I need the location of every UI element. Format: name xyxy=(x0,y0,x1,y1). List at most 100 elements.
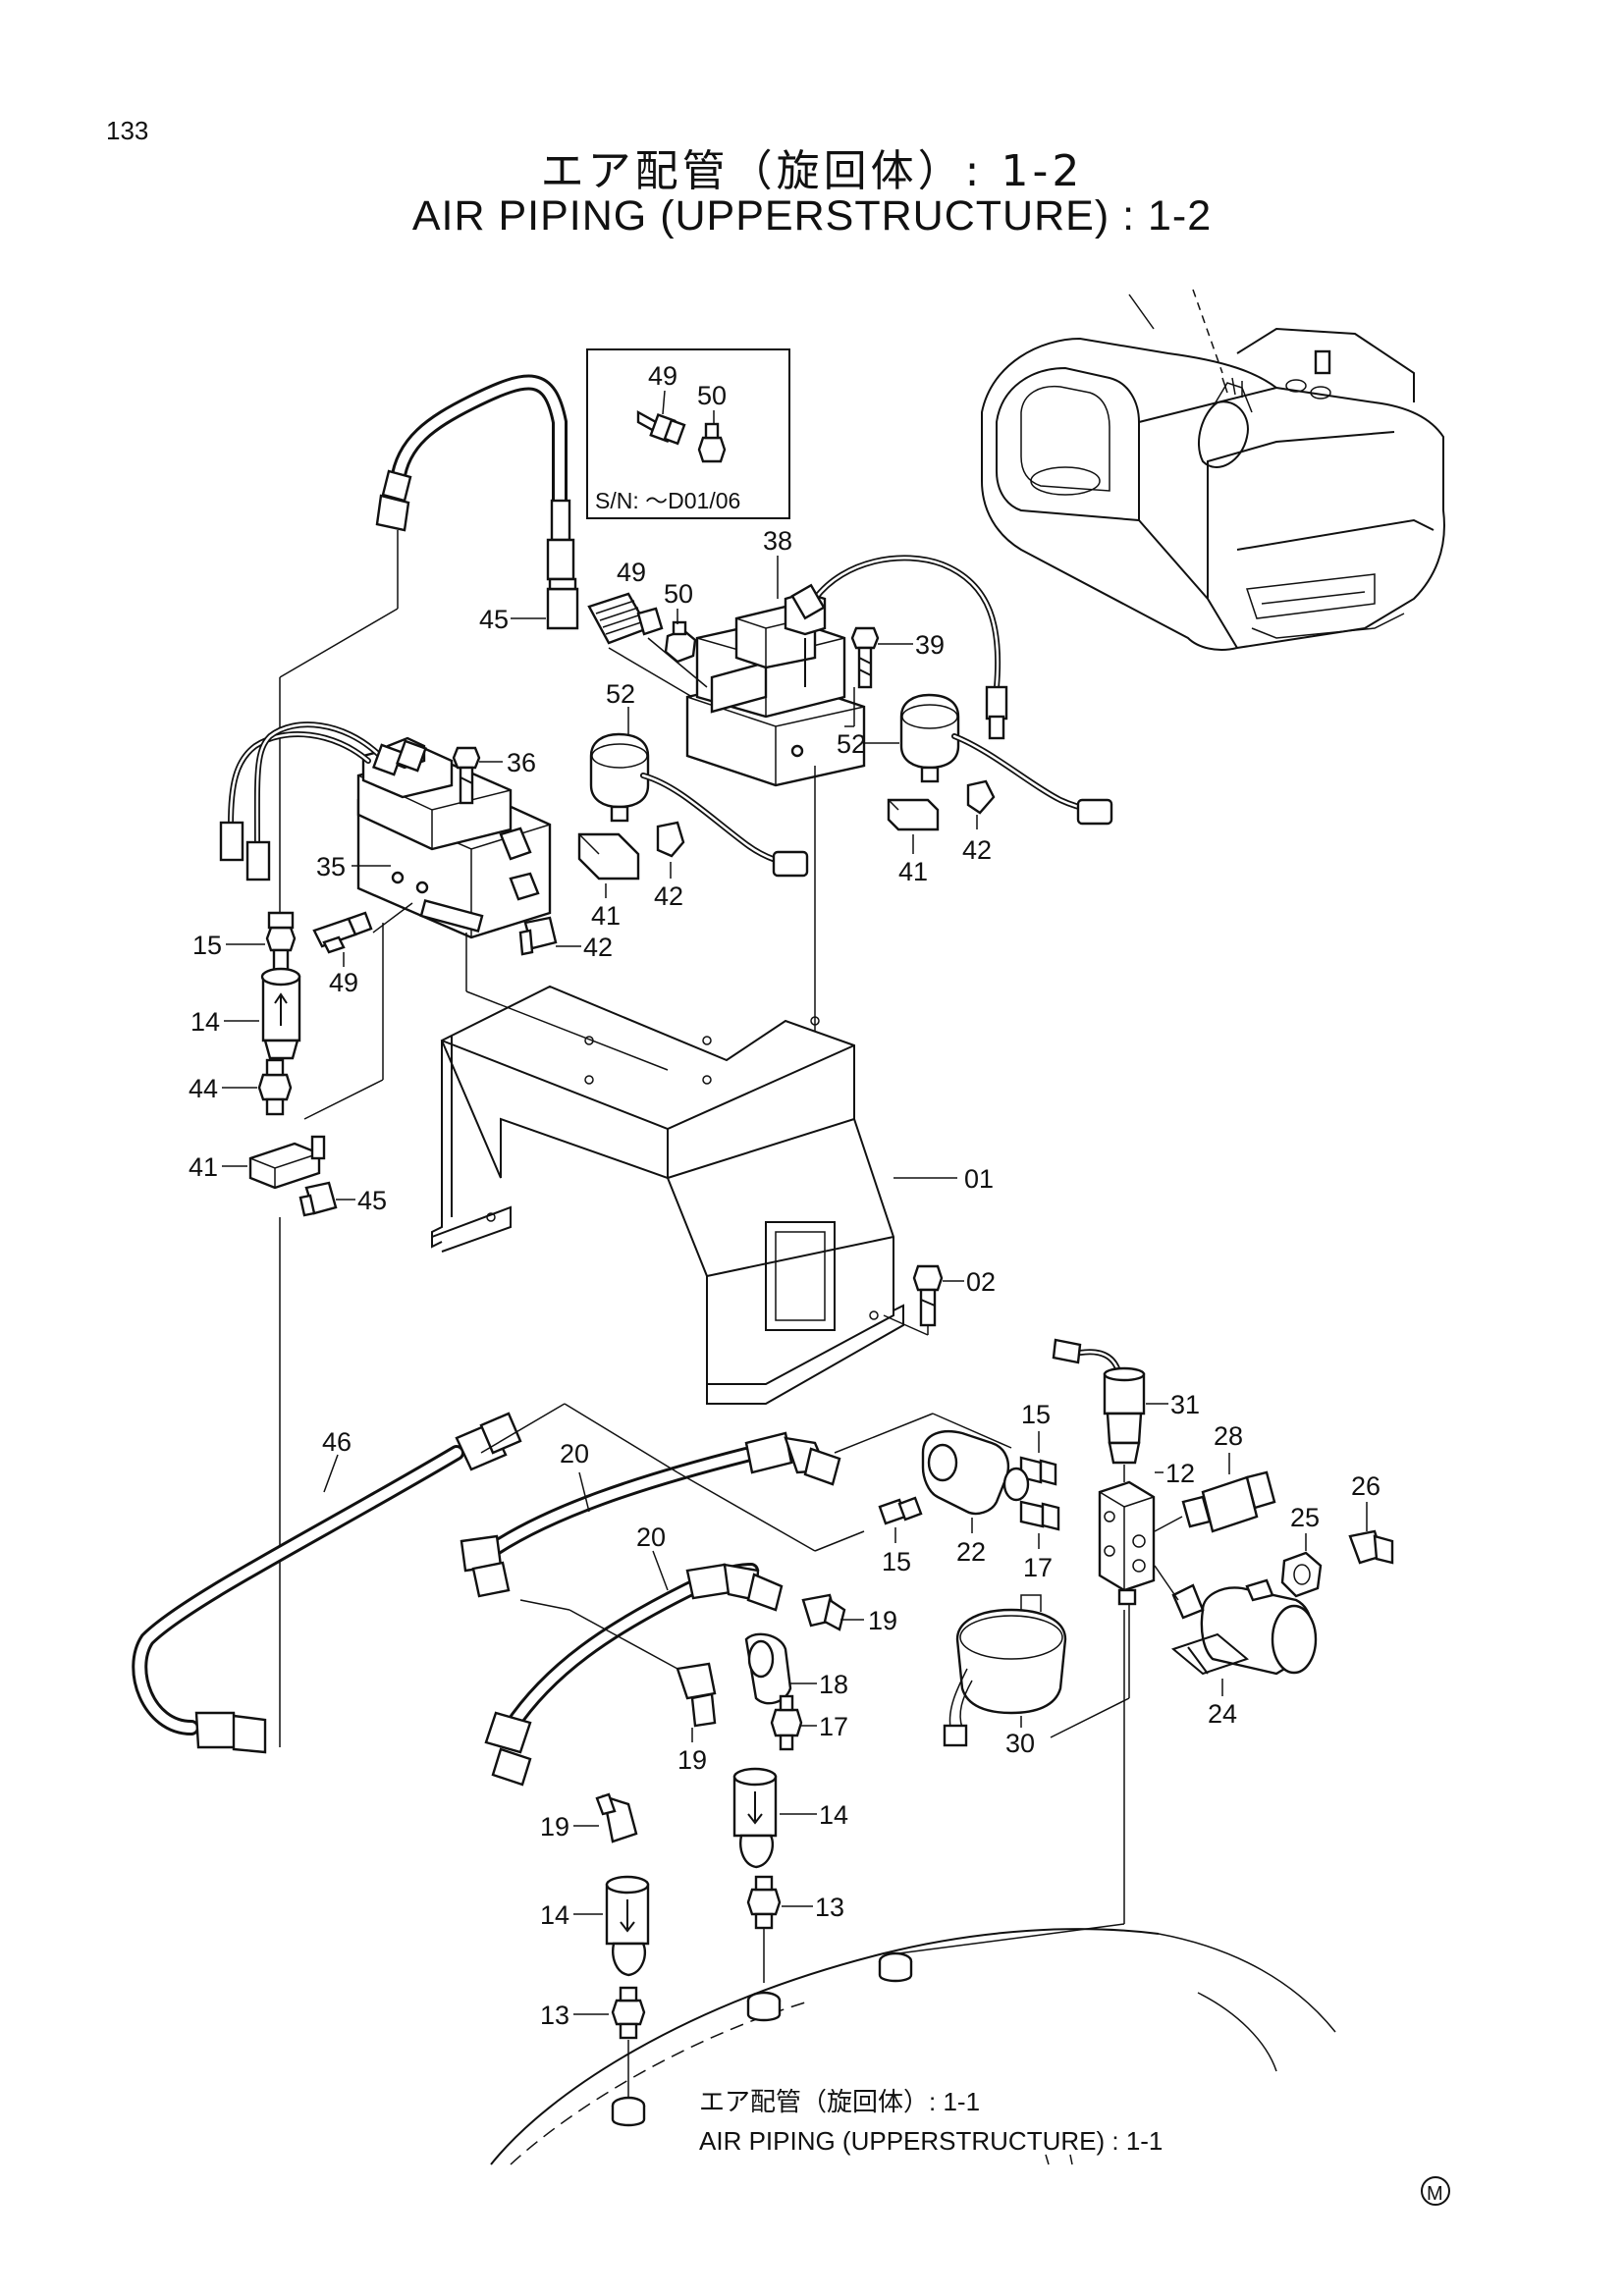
reference-title-english: AIR PIPING (UPPERSTRUCTURE) : 1-1 xyxy=(699,2126,1163,2156)
callout-20-lower: 20 xyxy=(636,1522,666,1552)
callout-42-center: 42 xyxy=(654,881,683,911)
fitting-13-lower xyxy=(611,1986,646,2040)
tee-18 xyxy=(744,1632,792,1705)
callout-42-right: 42 xyxy=(962,835,992,865)
plug-50-upper xyxy=(664,620,697,664)
callout-22: 22 xyxy=(956,1537,986,1567)
pressure-gauge-30 xyxy=(943,1594,1067,1747)
callout-18: 18 xyxy=(819,1670,848,1699)
mounting-bracket-01 xyxy=(431,985,904,1405)
breather-49-lower xyxy=(312,911,373,954)
air-hose-46 xyxy=(132,1412,522,1754)
callout-12: 12 xyxy=(1165,1459,1195,1488)
tee-41-left xyxy=(248,1135,326,1190)
callout-15-right: 15 xyxy=(1021,1400,1051,1429)
bolt-39 xyxy=(850,626,880,689)
callout-19-center: 19 xyxy=(677,1745,707,1775)
callout-45-lower: 45 xyxy=(357,1186,387,1215)
callout-13-center: 13 xyxy=(815,1893,844,1922)
callout-30: 30 xyxy=(1005,1729,1035,1758)
callout-38: 38 xyxy=(763,526,792,556)
page-number: 133 xyxy=(106,116,149,145)
callout-41-right: 41 xyxy=(898,857,928,886)
nut-25 xyxy=(1280,1551,1323,1598)
inset-plug-50 xyxy=(697,422,727,463)
callout-35: 35 xyxy=(316,852,346,881)
callout-50-upper: 50 xyxy=(664,579,693,609)
bolt-36 xyxy=(452,746,481,805)
callout-14-lower: 14 xyxy=(540,1900,569,1930)
valve-cables-35 xyxy=(219,721,427,881)
fitting-22 xyxy=(921,1430,1030,1516)
callout-26: 26 xyxy=(1351,1471,1380,1501)
callout-41-center: 41 xyxy=(591,901,621,931)
callout-41-left: 41 xyxy=(189,1152,218,1182)
manual-mark-icon: M xyxy=(1421,2176,1450,2206)
solenoid-valve-assembly-35 xyxy=(356,736,552,939)
check-valve-14-lower xyxy=(605,1875,650,1977)
inset-breather-49 xyxy=(636,409,686,446)
check-valve-14-center xyxy=(732,1767,778,1869)
callout-14-left: 14 xyxy=(190,1007,220,1037)
fitting-15-left xyxy=(265,911,297,972)
elbow-19-lower xyxy=(595,1792,638,1843)
elbow-42-left xyxy=(518,916,558,956)
elbow-26 xyxy=(1348,1529,1394,1565)
pressure-switch-52-left xyxy=(589,732,809,878)
fitting-13-center xyxy=(746,1875,782,1930)
callout-42-left: 42 xyxy=(583,933,613,962)
elbow-19-upper xyxy=(801,1593,846,1631)
air-hose-20-upper xyxy=(460,1431,841,1598)
callout-17-center: 17 xyxy=(819,1712,848,1741)
elbow-19-center xyxy=(676,1662,717,1728)
callout-17-right: 17 xyxy=(1023,1553,1053,1582)
pressure-sensor-31 xyxy=(1052,1338,1146,1465)
check-valve-14-left xyxy=(260,967,301,1060)
callout-45-upper: 45 xyxy=(479,605,509,634)
callout-15-left: 15 xyxy=(192,931,222,960)
fitting-44 xyxy=(257,1058,293,1116)
elbow-42-center xyxy=(656,821,685,858)
callout-28: 28 xyxy=(1214,1421,1243,1451)
callout-52-right: 52 xyxy=(837,729,866,759)
tee-41-center xyxy=(549,832,640,903)
page-title-japanese: エア配管（旋回体）: 1-2 xyxy=(540,146,1084,196)
elbow-45-lower xyxy=(298,1181,338,1217)
inset-serial-note: S/N: ～D01/06 xyxy=(595,488,740,513)
callout-31: 31 xyxy=(1170,1390,1200,1419)
callout-39: 39 xyxy=(915,630,945,660)
fitting-15-center xyxy=(878,1496,923,1525)
callout-49-lower: 49 xyxy=(329,968,358,997)
manual-mark-letter: M xyxy=(1427,2183,1443,2205)
machine-outline-illustration xyxy=(981,289,1445,651)
fitting-17-right xyxy=(1019,1500,1060,1531)
callout-49-upper: 49 xyxy=(617,558,646,587)
callout-15-center: 15 xyxy=(882,1547,911,1576)
pressure-switch-28 xyxy=(1181,1470,1276,1533)
bolt-02 xyxy=(912,1264,944,1327)
callout-20-upper: 20 xyxy=(560,1439,589,1468)
callout-36: 36 xyxy=(507,748,536,777)
tee-41-right xyxy=(887,798,940,831)
callout-46: 46 xyxy=(322,1427,352,1457)
pressure-switch-52-right xyxy=(899,693,1113,826)
callout-inset-50: 50 xyxy=(697,381,727,410)
elbow-45-upper xyxy=(546,577,579,630)
air-hose-47 xyxy=(375,374,575,581)
manifold-block-12 xyxy=(1098,1480,1156,1606)
valve-cable-38 xyxy=(790,555,1008,740)
callout-44: 44 xyxy=(189,1074,218,1103)
callout-52-left: 52 xyxy=(606,679,635,709)
callout-19-lower: 19 xyxy=(540,1812,569,1842)
reference-title-japanese: エア配管（旋回体）: 1-1 xyxy=(699,2087,980,2116)
relay-valve-24 xyxy=(1170,1578,1318,1676)
elbow-42-right xyxy=(966,779,996,815)
air-tank-outline xyxy=(490,1928,1336,2165)
breather-49-upper xyxy=(587,592,664,645)
callout-02: 02 xyxy=(966,1267,996,1297)
air-hose-20-lower xyxy=(484,1563,784,1787)
page-title-english: AIR PIPING (UPPERSTRUCTURE) : 1-2 xyxy=(411,192,1213,240)
callout-inset-49: 49 xyxy=(648,361,677,391)
callout-14-center: 14 xyxy=(819,1800,848,1830)
